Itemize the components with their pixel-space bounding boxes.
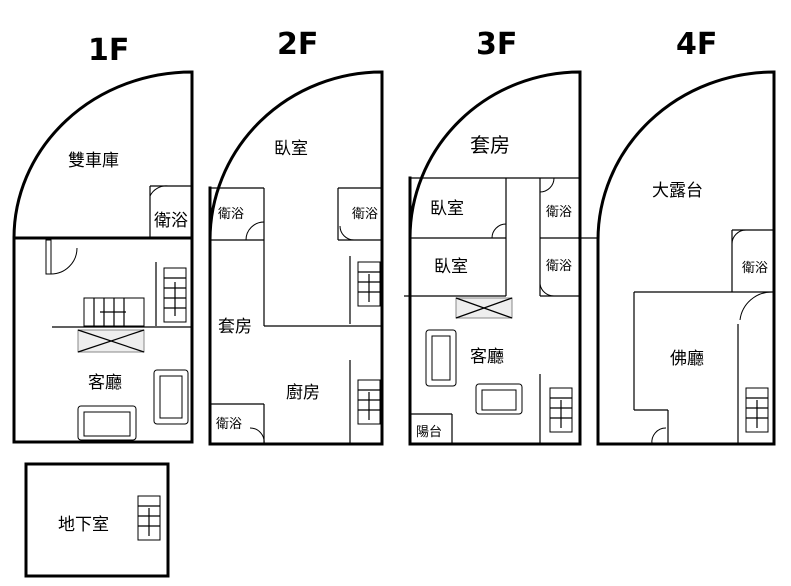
room-3f-bedroom-mid: 臥室 <box>434 257 468 277</box>
basement-plan: 地下室 <box>24 462 170 578</box>
room-basement: 地下室 <box>58 515 109 535</box>
room-2f-bedroom: 臥室 <box>274 139 308 159</box>
room-3f-bath-top: 衛浴 <box>546 205 572 220</box>
room-3f-bedroom-top: 臥室 <box>430 199 464 219</box>
room-2f-bath-left: 衛浴 <box>218 207 244 222</box>
floor-label-4f: 4F <box>676 27 717 62</box>
room-2f-bath-bottom: 衛浴 <box>216 417 242 432</box>
room-1f-bath: 衛浴 <box>154 211 188 231</box>
room-3f-bath-mid: 衛浴 <box>546 259 572 274</box>
floor-label-3f: 3F <box>476 27 517 62</box>
room-4f-terrace: 大露台 <box>652 181 703 201</box>
room-1f-garage: 雙車庫 <box>68 151 119 171</box>
room-3f-living: 客廳 <box>470 347 504 367</box>
room-2f-suite: 套房 <box>218 317 252 337</box>
room-2f-bath-right: 衛浴 <box>352 207 378 222</box>
room-3f-balcony: 陽台 <box>416 425 442 440</box>
room-4f-shrine: 佛廳 <box>670 349 704 369</box>
room-1f-living: 客廳 <box>88 373 122 393</box>
room-4f-bath: 衛浴 <box>742 261 768 276</box>
floor-label-2f: 2F <box>277 27 318 62</box>
floor-4f-plan: 大露台 衛浴 佛廳 <box>578 70 776 446</box>
floor-2f-plan: 臥室 衛浴 衛浴 套房 廚房 衛浴 <box>208 70 384 446</box>
floor-1f-plan: 雙車庫 衛浴 客廳 <box>12 70 194 444</box>
room-3f-suite: 套房 <box>470 133 510 157</box>
floor-3f-plan: 套房 臥室 衛浴 臥室 衛浴 客廳 陽台 <box>404 70 582 446</box>
floor-label-1f: 1F <box>88 33 129 68</box>
room-2f-kitchen: 廚房 <box>286 382 320 403</box>
